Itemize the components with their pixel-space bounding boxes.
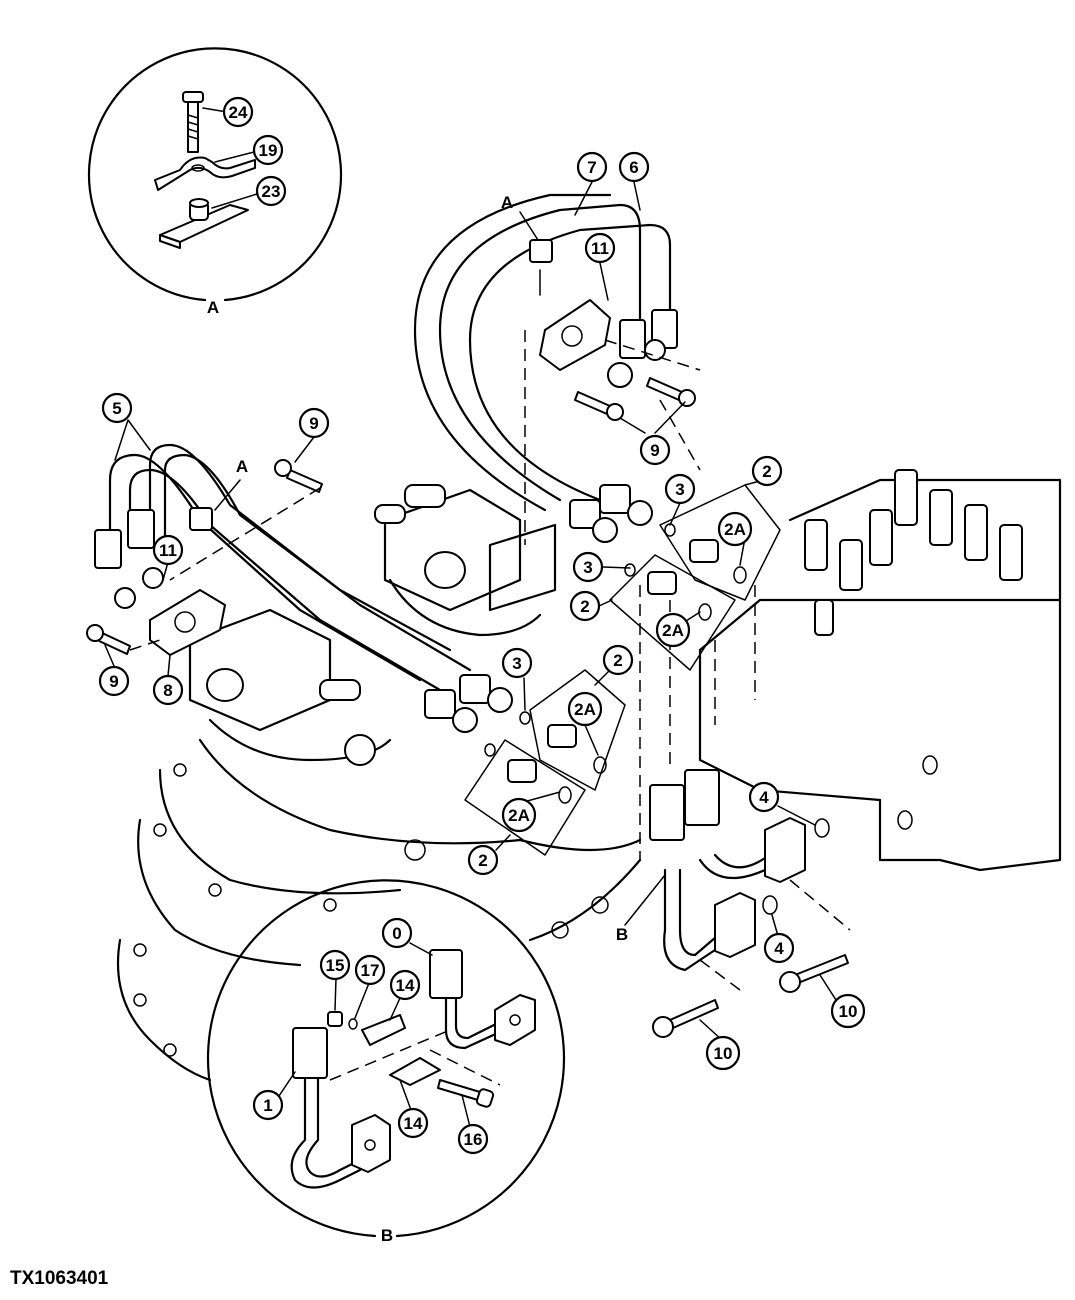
callout-9-top: 9 xyxy=(639,434,671,466)
callout-14-a: 14 xyxy=(389,969,421,1001)
svg-text:10: 10 xyxy=(839,1002,858,1021)
callout-6: 6 xyxy=(618,151,650,183)
callout-3-a: 3 xyxy=(664,473,696,505)
callout-5: 5 xyxy=(101,392,133,424)
spacer-plate-23-drawing xyxy=(159,198,249,249)
callout-23: 23 xyxy=(255,175,287,207)
svg-text:3: 3 xyxy=(583,558,592,577)
svg-text:8: 8 xyxy=(163,681,172,700)
svg-text:9: 9 xyxy=(109,672,118,691)
svg-text:5: 5 xyxy=(112,399,121,418)
callout-2-c: 2 xyxy=(602,644,634,676)
callout-3-c: 3 xyxy=(501,647,533,679)
svg-text:2A: 2A xyxy=(662,621,684,640)
svg-text:2: 2 xyxy=(762,462,771,481)
callout-9-bottom: 9 xyxy=(98,665,130,697)
svg-text:7: 7 xyxy=(587,158,596,177)
swing-motor-assembly xyxy=(116,484,642,1082)
svg-text:2A: 2A xyxy=(574,700,596,719)
detail-a-label: A xyxy=(207,298,219,317)
callout-17: 17 xyxy=(354,954,386,986)
callout-19: 19 xyxy=(252,134,284,166)
svg-text:2: 2 xyxy=(580,597,589,616)
callout-2-d: 2 xyxy=(467,844,499,876)
svg-text:2: 2 xyxy=(478,851,487,870)
callout-24: 24 xyxy=(222,96,254,128)
callout-3-b: 3 xyxy=(572,551,604,583)
callout-2A-b: 2A xyxy=(655,612,691,648)
svg-text:2: 2 xyxy=(613,651,622,670)
svg-text:2A: 2A xyxy=(508,806,530,825)
svg-text:14: 14 xyxy=(404,1114,423,1133)
svg-text:1: 1 xyxy=(263,1096,272,1115)
callout-16: 16 xyxy=(457,1123,489,1155)
hose-assemblies-6-7 xyxy=(413,193,701,545)
callout-2-b: 2 xyxy=(569,590,601,622)
cap-screw-24-drawing xyxy=(182,91,204,153)
svg-text:19: 19 xyxy=(259,141,278,160)
clamp-14-lower-drawing xyxy=(389,1057,441,1086)
clamp-14-upper-drawing xyxy=(361,1014,406,1046)
figure-id: TX1063401 xyxy=(10,1268,109,1289)
fitting-group-boxes xyxy=(464,484,781,860)
svg-text:4: 4 xyxy=(774,939,784,958)
cap-screw-16-drawing xyxy=(437,1079,495,1108)
control-valve-block xyxy=(698,469,1062,872)
callout-14-b: 14 xyxy=(397,1107,429,1139)
hose-assemblies-5 xyxy=(86,443,513,733)
svg-text:4: 4 xyxy=(759,788,769,807)
svg-text:24: 24 xyxy=(229,103,248,122)
detail-b-pointer-label: B xyxy=(616,925,628,944)
callout-2A-c: 2A xyxy=(567,691,603,727)
svg-text:9: 9 xyxy=(309,414,318,433)
svg-text:15: 15 xyxy=(326,956,345,975)
svg-text:11: 11 xyxy=(591,239,609,258)
svg-text:23: 23 xyxy=(262,182,281,201)
washer-17-drawing xyxy=(348,1018,358,1030)
callout-2A-d: 2A xyxy=(501,797,537,833)
detail-a-circle: A xyxy=(87,47,343,317)
callout-8: 8 xyxy=(152,674,184,706)
callout-10-a: 10 xyxy=(705,1035,741,1071)
callout-4-a: 4 xyxy=(748,781,780,813)
callout-9-left: 9 xyxy=(298,407,330,439)
detail-b-circle: B xyxy=(206,879,566,1245)
svg-text:2A: 2A xyxy=(724,520,746,539)
svg-text:6: 6 xyxy=(629,158,638,177)
tube-assemblies-b xyxy=(649,769,851,1038)
callout-0: 0 xyxy=(381,917,413,949)
clamp-a-left-label: A xyxy=(236,457,248,476)
svg-text:3: 3 xyxy=(675,480,684,499)
nut-15-drawing xyxy=(327,1011,343,1027)
callout-7: 7 xyxy=(576,151,608,183)
callout-11-top: 11 xyxy=(584,232,616,264)
svg-text:17: 17 xyxy=(361,961,380,980)
leader-lines xyxy=(104,107,837,1128)
callout-1: 1 xyxy=(252,1089,284,1121)
callout-2A-a: 2A xyxy=(717,511,753,547)
callout-4-b: 4 xyxy=(763,932,795,964)
callout-10-b: 10 xyxy=(830,993,866,1029)
callout-11-left: 11 xyxy=(152,534,184,566)
svg-text:9: 9 xyxy=(650,441,659,460)
callout-15: 15 xyxy=(319,949,351,981)
clamp-a-top-label: A xyxy=(501,193,513,212)
svg-text:0: 0 xyxy=(392,924,401,943)
svg-text:3: 3 xyxy=(512,654,521,673)
svg-text:14: 14 xyxy=(396,976,415,995)
callout-2-a: 2 xyxy=(751,455,783,487)
svg-text:10: 10 xyxy=(714,1044,733,1063)
clamp-19-drawing xyxy=(154,156,256,191)
tube-0-drawing xyxy=(429,949,536,1050)
detail-b-label: B xyxy=(381,1226,393,1245)
svg-text:16: 16 xyxy=(464,1130,483,1149)
tube-1-drawing xyxy=(290,1027,391,1189)
svg-text:11: 11 xyxy=(159,541,177,560)
